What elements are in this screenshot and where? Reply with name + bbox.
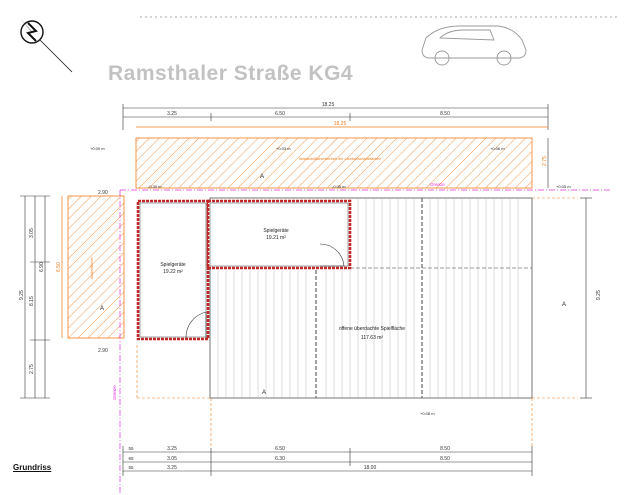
dim-left-bottom: 2.90 — [98, 348, 108, 354]
svg-text:A: A — [562, 302, 566, 308]
dim-top-2: 6.50 — [275, 111, 285, 117]
svg-text:A: A — [100, 306, 104, 312]
dimension-bottom — [122, 446, 533, 476]
orange-guides — [136, 197, 578, 446]
svg-text:+0.08 m: +0.08 m — [420, 411, 435, 416]
north-arrow-icon — [20, 18, 73, 73]
hatch-note: Abstandsflächenbereich der Landwirtschaf… — [299, 157, 381, 161]
dim-left-3: 2.75 — [29, 364, 35, 374]
svg-text:+0.05 m: +0.05 m — [556, 184, 571, 189]
dim-top-3: 8.50 — [440, 111, 450, 117]
svg-text:A: A — [262, 390, 266, 396]
dimension-top — [122, 104, 549, 130]
dim-top-total-orange: 18.25 — [334, 121, 347, 127]
svg-text:-0.05 m: -0.05 m — [332, 184, 346, 189]
grenze-left-label: Grenze — [112, 385, 117, 400]
svg-text:A: A — [260, 174, 264, 180]
room-spielgeraete — [206, 199, 352, 270]
dim-bottom-2-1: 3.05 — [167, 456, 177, 462]
grenze-top-label: Grenze — [430, 182, 445, 187]
dim-left-top: 2.90 — [98, 190, 108, 196]
parking-left-label: Abstellflächen — [90, 257, 94, 279]
open-hall-grid — [217, 198, 519, 398]
dim-right-top: 2.75 — [542, 156, 548, 166]
setback-area-top — [135, 137, 533, 189]
room-area-left: 19.22 m² — [163, 269, 183, 275]
svg-text:+0.00 m: +0.00 m — [90, 146, 105, 151]
dim-top-total: 18.25 — [322, 102, 335, 108]
level-marker: +0.00 m +0.03 m +0.06 m -0.30 m -0.05 m … — [90, 146, 571, 416]
car-icon — [421, 25, 527, 66]
open-hall-beams — [315, 198, 532, 398]
room-name-open: offene überdachte Spielfläche — [339, 326, 405, 332]
dim-left-1: 3.05 — [29, 228, 35, 238]
section-marker: A A A A — [100, 174, 566, 396]
dim-left-hatch2: 6.50 — [56, 262, 62, 272]
dim-bottom-1-1: 3.25 — [167, 446, 177, 452]
room-area-top: 19.21 m² — [266, 235, 286, 241]
dim-bottom-1-2: 6.50 — [275, 446, 285, 452]
svg-text:+0.06 m: +0.06 m — [490, 146, 505, 151]
dimension-left — [20, 195, 50, 399]
dim-left-total: 9.25 — [19, 290, 25, 300]
room-name-left: Spielgeräte — [160, 262, 186, 268]
dim-bottom-edge-2: 65 — [128, 456, 134, 461]
dim-top-1: 3.25 — [167, 111, 177, 117]
setback-area-left — [67, 195, 125, 339]
boundary-line — [119, 189, 612, 495]
open-hall-outline — [209, 197, 533, 399]
room-spielgeraete-left — [136, 199, 210, 341]
dim-bottom-3-2: 18.00 — [364, 465, 377, 471]
room-name-top: Spielgeräte — [263, 228, 289, 234]
dimension-right — [547, 138, 592, 399]
door-left — [185, 311, 207, 339]
drawing-caption: Grundriss — [13, 463, 52, 472]
dim-bottom-edge-1: 55 — [128, 446, 134, 451]
svg-text:-0.30 m: -0.30 m — [148, 184, 162, 189]
dim-bottom-edge-3: 55 — [128, 465, 134, 470]
dim-bottom-2-2: 6.30 — [275, 456, 285, 462]
svg-text:+0.03 m: +0.03 m — [276, 146, 291, 151]
room-area-open: 117.63 m² — [361, 335, 383, 341]
dim-left-hatch: 6.90 — [39, 262, 45, 272]
dim-left-2: 8.15 — [29, 296, 35, 306]
dim-bottom-3-1: 3.25 — [167, 465, 177, 471]
dim-bottom-2-3: 8.50 — [440, 456, 450, 462]
dim-bottom-1-3: 8.50 — [440, 446, 450, 452]
page-title: Ramsthaler Straße KG4 — [108, 62, 354, 85]
door-top — [319, 243, 345, 267]
dim-right-total: 9.25 — [596, 290, 602, 300]
